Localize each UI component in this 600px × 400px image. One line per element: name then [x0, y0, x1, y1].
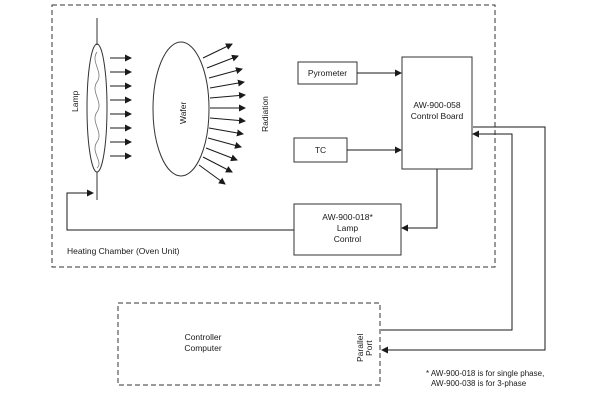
- tc-box: [293, 137, 348, 163]
- lamp-control-to-lamp-arrow: [66, 189, 294, 231]
- wafer-label: Wafer: [178, 101, 188, 124]
- wafer-shape: [152, 41, 210, 177]
- port-to-board-arrow: [381, 130, 513, 331]
- footnote-line1: * AW-900-018 is for single phase,: [426, 369, 544, 378]
- lamp-control-box: [293, 203, 402, 256]
- controller-computer-frame: [117, 302, 381, 386]
- board-to-port-arrow: [381, 126, 546, 354]
- parallel-port-line1: Parallel: [355, 334, 365, 362]
- lamp-control-line3: Control: [334, 234, 362, 244]
- tc-label: TC: [315, 145, 326, 155]
- heating-chamber-label: Heating Chamber (Oven Unit): [67, 246, 180, 256]
- lamp-rays: [110, 54, 132, 160]
- lamp-bulb: [86, 43, 108, 173]
- lamp-filament: [94, 51, 100, 169]
- footnote-line2: AW-900-038 is for 3-phase: [431, 379, 527, 388]
- lamp-control-line2: Lamp: [337, 223, 359, 233]
- radiation-label: Radiation: [260, 96, 270, 132]
- parallel-port-line2: Port: [364, 340, 374, 356]
- board-to-lamp-control-arrow: [401, 169, 438, 232]
- lamp-label: Lamp: [70, 90, 80, 112]
- controller-computer-line2: Computer: [184, 343, 221, 353]
- control-board-line2: Control Board: [411, 111, 464, 121]
- radiation-arrows: [198, 43, 246, 185]
- controller-computer-line1: Controller: [185, 332, 222, 342]
- control-board-line1: AW-900-058: [413, 100, 461, 110]
- pyrometer-label: Pyrometer: [308, 68, 347, 78]
- control-board-box: [401, 56, 473, 170]
- lamp-control-line1: AW-900-018*: [322, 212, 373, 222]
